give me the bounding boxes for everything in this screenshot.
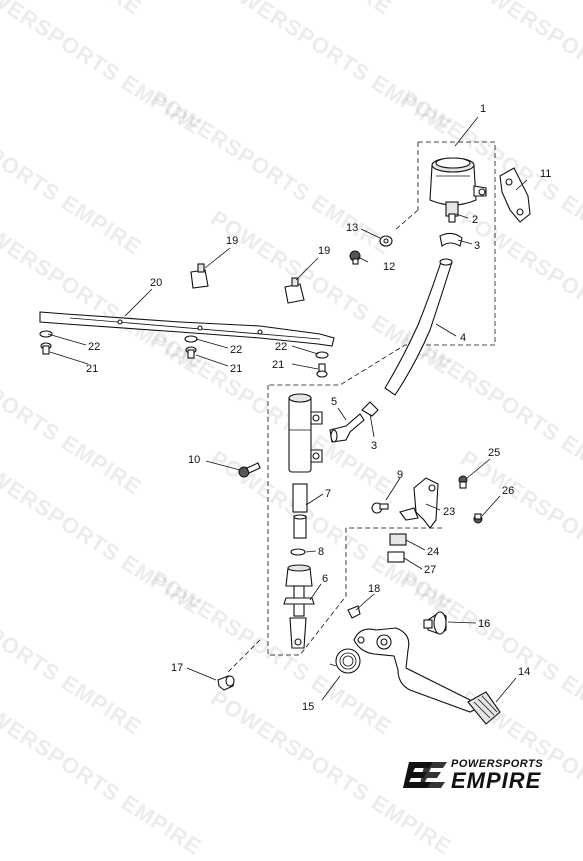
bolt-10: [238, 462, 261, 478]
brand-main-text: EMPIRE: [451, 768, 542, 793]
bolt-21-left: [40, 342, 52, 355]
bolt-21-mid: [185, 346, 197, 359]
pivot-bolt-17: [217, 675, 235, 691]
pushrod-assembly-6: [283, 564, 315, 649]
hose-clip-3-lower: [361, 401, 379, 417]
switch-bracket-23: [399, 477, 439, 529]
screw-26: [473, 513, 483, 524]
master-cylinder-body: [288, 393, 323, 473]
callout-14: 14: [518, 666, 530, 678]
leader-lines: [47, 116, 528, 703]
callout-2: 2: [472, 214, 478, 226]
callout-9: 9: [397, 469, 403, 481]
callout-21a: 21: [86, 363, 98, 375]
callout-23: 23: [443, 506, 455, 518]
callout-22a: 22: [88, 341, 100, 353]
callout-22c: 22: [275, 341, 287, 353]
hose-elbow-fitting: [329, 413, 365, 443]
screw-25: [458, 475, 468, 489]
bolt-21-right: [316, 363, 328, 378]
brake-fluid-reservoir: [429, 157, 487, 223]
callout-12: 12: [383, 261, 395, 273]
o-ring-8: [290, 548, 306, 556]
callout-26: 26: [502, 485, 514, 497]
screw-9: [371, 502, 389, 514]
callout-18: 18: [368, 583, 380, 595]
reservoir-hose: [384, 258, 453, 396]
callout-1: 1: [480, 103, 486, 115]
callout-8: 8: [318, 546, 324, 558]
callout-labels: 1 2 3 3 4 5 6 7 8 9 10 11 12 13 14 15 16…: [86, 103, 551, 713]
callout-4: 4: [460, 332, 466, 344]
callout-11: 11: [540, 168, 551, 180]
pivot-bolt-guide: [227, 639, 261, 673]
callout-16: 16: [478, 618, 490, 630]
switch-24: [389, 533, 407, 546]
callout-19b: 19: [318, 245, 330, 257]
callout-25: 25: [488, 447, 500, 459]
callout-6: 6: [322, 573, 328, 585]
callout-19a: 19: [226, 235, 238, 247]
callout-17: 17: [171, 662, 183, 674]
callout-27: 27: [424, 564, 436, 576]
callout-20: 20: [150, 277, 162, 289]
reservoir-assembly-outline: [268, 141, 496, 386]
callout-7: 7: [325, 488, 331, 500]
callout-3b: 3: [371, 440, 377, 452]
hose-clip-3-upper: [439, 232, 463, 247]
callout-15: 15: [302, 701, 314, 713]
reservoir-bracket: [499, 167, 531, 223]
callout-22b: 22: [230, 344, 242, 356]
washer-22-mid: [184, 335, 198, 343]
powersports-empire-logo: POWERSPORTS EMPIRE: [403, 756, 563, 794]
brake-pedal-14: [353, 627, 501, 725]
spacer-27: [387, 551, 405, 563]
bolt-12: [349, 250, 361, 265]
callout-10: 10: [188, 454, 200, 466]
callout-3a: 3: [474, 240, 480, 252]
reservoir-outline-diag: [394, 209, 419, 231]
exploded-parts-diagram: 1 2 3 3 4 5 6 7 8 9 10 11 12 13 14 15 16…: [39, 103, 551, 725]
callout-24: 24: [427, 546, 439, 558]
master-cylinder-assembly-outline: [267, 385, 445, 656]
empire-logo-icon: [403, 762, 447, 788]
callout-5: 5: [331, 396, 337, 408]
clip-19-right: [284, 277, 305, 304]
pivot-sleeve-16: [423, 611, 447, 635]
return-spring-15: [329, 648, 361, 674]
frame-bracket-20: [39, 311, 335, 347]
callout-21b: 21: [230, 363, 242, 375]
piston-spring-7: [292, 483, 308, 539]
callout-21c: 21: [272, 359, 284, 371]
brand-top-text: POWERSPORTS: [451, 758, 544, 770]
clip-19-left: [190, 263, 209, 289]
callout-13: 13: [346, 222, 358, 234]
washer-22-right: [315, 351, 329, 359]
washer-13: [379, 235, 393, 247]
washer-22-left: [39, 330, 53, 338]
